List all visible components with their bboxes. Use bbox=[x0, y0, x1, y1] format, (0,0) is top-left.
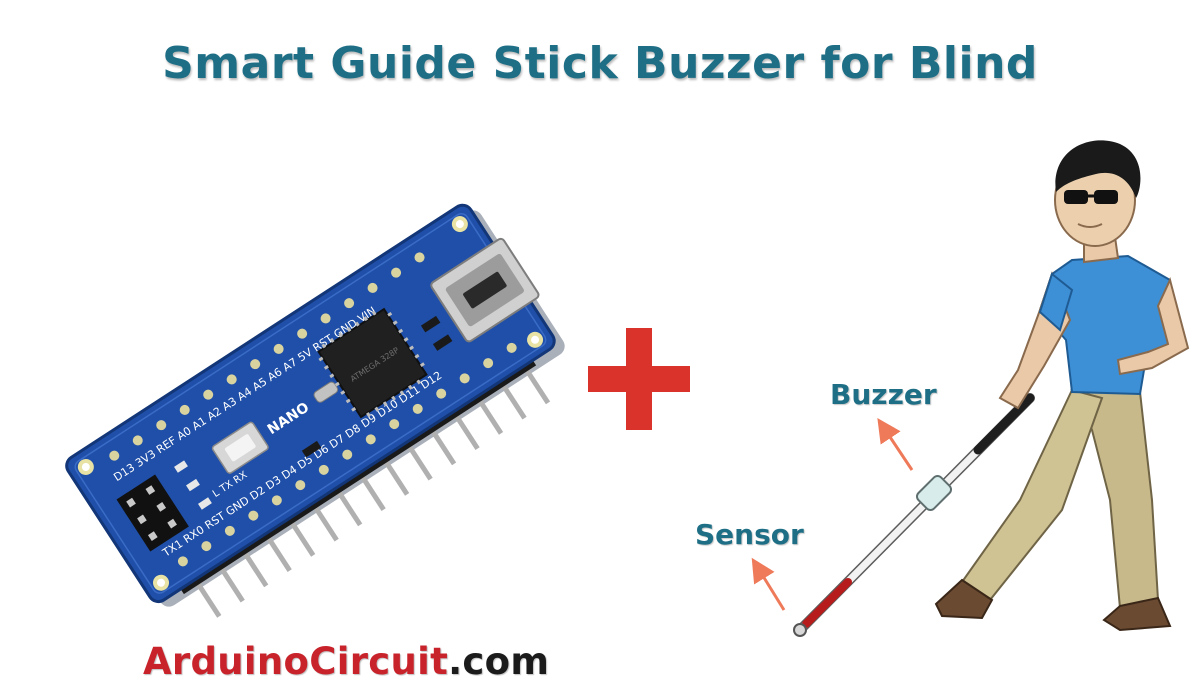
sensor-label: Sensor bbox=[695, 518, 804, 551]
mini-usb-port bbox=[430, 237, 540, 343]
pants bbox=[960, 388, 1160, 610]
person-illustration bbox=[793, 140, 1190, 637]
arduino-nano-illustration: D13 3V3 REF A0 A1 A2 A3 A4 A5 A6 A7 5V R… bbox=[65, 203, 565, 618]
blind-person-with-cane bbox=[700, 130, 1200, 670]
right-shoe bbox=[1102, 596, 1172, 632]
brand-name: ArduinoCircuit bbox=[143, 640, 449, 683]
reset-button bbox=[211, 421, 269, 474]
bottom-header-pins bbox=[193, 364, 551, 618]
left-shoe bbox=[934, 578, 994, 620]
hair bbox=[1055, 140, 1141, 198]
buzzer-label: Buzzer bbox=[830, 378, 937, 411]
sunglasses-icon bbox=[1064, 190, 1118, 204]
top-pin-pads bbox=[109, 252, 425, 461]
buzzer-module bbox=[915, 474, 953, 512]
icsp-header bbox=[116, 474, 189, 552]
right-arm bbox=[1116, 277, 1190, 376]
arduino-nano-board: D13 3V3 REF A0 A1 A2 A3 A4 A5 A6 A7 5V R… bbox=[40, 170, 570, 620]
page-title: Smart Guide Stick Buzzer for Blind bbox=[162, 38, 1038, 89]
brand-domain: .com bbox=[448, 640, 550, 683]
plus-vertical-bar bbox=[626, 328, 652, 430]
plus-icon bbox=[588, 328, 690, 430]
microcontroller-chip: ATMEGA 328P bbox=[317, 307, 428, 419]
site-brand: ArduinoCircuit.com bbox=[143, 640, 549, 683]
white-cane bbox=[793, 393, 1035, 637]
